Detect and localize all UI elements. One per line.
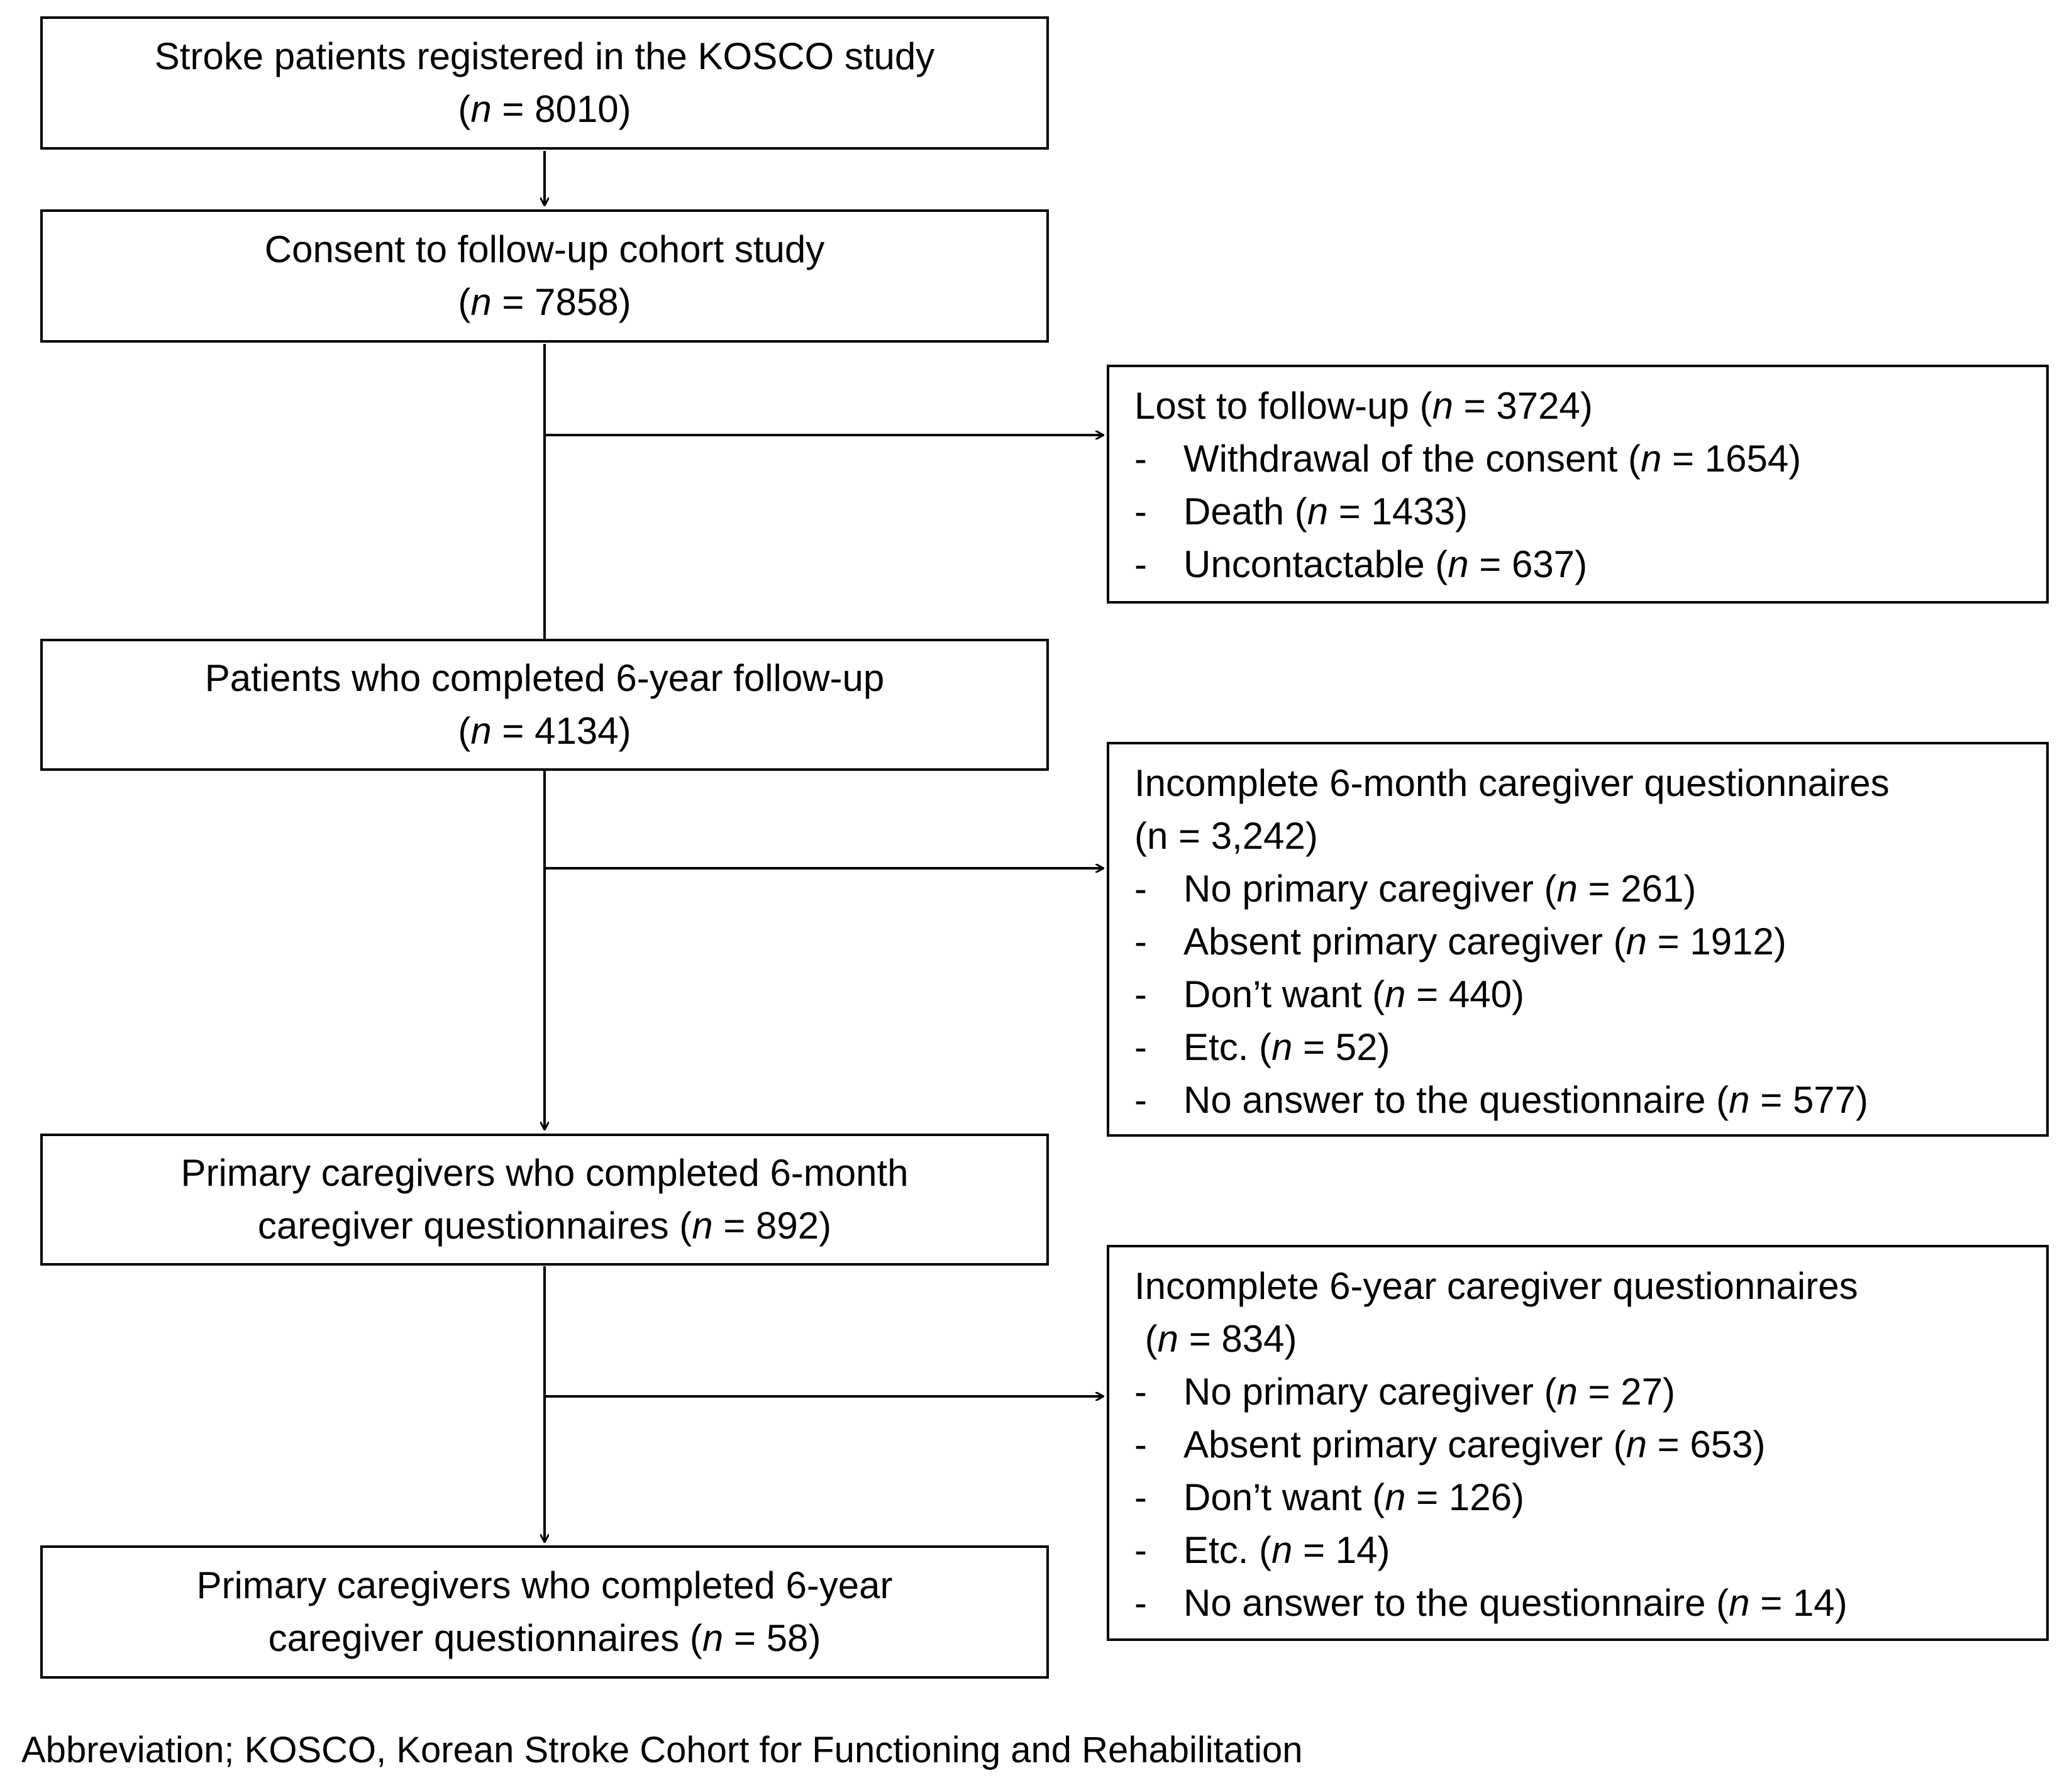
incomplete-6-month-item: -Etc. (n = 52) bbox=[1134, 1026, 1390, 1068]
incomplete-6-year-item: -No answer to the questionnaire (n = 14) bbox=[1134, 1582, 1848, 1624]
box-caregivers-6-year: Primary caregivers who completed 6-year … bbox=[40, 1545, 1049, 1679]
box-completed-6-year-title: Patients who completed 6-year follow-up bbox=[204, 657, 885, 699]
lost-item: -Death (n = 1433) bbox=[1134, 490, 1468, 533]
incomplete-6-year-item: -Absent primary caregiver (n = 653) bbox=[1134, 1423, 1766, 1466]
lost-title: Lost to follow-up (n = 3724) bbox=[1134, 385, 1593, 427]
box-consent-title: Consent to follow-up cohort study bbox=[264, 228, 825, 270]
box-registered-count: (n = 8010) bbox=[458, 88, 631, 130]
box-completed-6-year: Patients who completed 6-year follow-up … bbox=[40, 639, 1049, 771]
box-lost-to-follow-up: Lost to follow-up (n = 3724) -Withdrawal… bbox=[1107, 365, 2049, 604]
box-registered-title: Stroke patients registered in the KOSCO … bbox=[154, 35, 935, 77]
abbreviation-footnote: Abbreviation; KOSCO, Korean Stroke Cohor… bbox=[21, 1730, 1303, 1770]
incomplete-6-month-item: -No answer to the questionnaire (n = 577… bbox=[1134, 1079, 1869, 1121]
box-caregivers-6-month-title: Primary caregivers who completed 6-month bbox=[180, 1152, 909, 1194]
incomplete-6-month-title: Incomplete 6-month caregiver questionnai… bbox=[1134, 762, 1890, 804]
incomplete-6-year-item: -Etc. (n = 14) bbox=[1134, 1529, 1390, 1571]
incomplete-6-month-total: (n = 3,242) bbox=[1134, 815, 1318, 857]
box-caregivers-6-year-subtitle: caregiver questionnaires (n = 58) bbox=[268, 1617, 821, 1659]
box-completed-6-year-count: (n = 4134) bbox=[458, 710, 631, 752]
incomplete-6-month-item: -Absent primary caregiver (n = 1912) bbox=[1134, 920, 1787, 963]
lost-item: -Withdrawal of the consent (n = 1654) bbox=[1134, 438, 1802, 480]
incomplete-6-month-item: -Don’t want (n = 440) bbox=[1134, 973, 1524, 1015]
box-registered: Stroke patients registered in the KOSCO … bbox=[40, 16, 1049, 150]
box-caregivers-6-month: Primary caregivers who completed 6-month… bbox=[40, 1134, 1049, 1266]
lost-item: -Uncontactable (n = 637) bbox=[1134, 543, 1588, 585]
box-consent: Consent to follow-up cohort study (n = 7… bbox=[40, 209, 1049, 343]
incomplete-6-month-item: -No primary caregiver (n = 261) bbox=[1134, 868, 1697, 910]
incomplete-6-year-item: -No primary caregiver (n = 27) bbox=[1134, 1371, 1675, 1413]
incomplete-6-year-total: (n = 834) bbox=[1134, 1318, 1297, 1360]
incomplete-6-year-item: -Don’t want (n = 126) bbox=[1134, 1476, 1524, 1518]
box-caregivers-6-month-subtitle: caregiver questionnaires (n = 892) bbox=[257, 1205, 832, 1247]
box-incomplete-6-month: Incomplete 6-month caregiver questionnai… bbox=[1107, 742, 2049, 1137]
incomplete-6-year-title: Incomplete 6-year caregiver questionnair… bbox=[1134, 1265, 1858, 1307]
box-consent-count: (n = 7858) bbox=[458, 281, 631, 323]
box-caregivers-6-year-title: Primary caregivers who completed 6-year bbox=[196, 1564, 893, 1606]
box-incomplete-6-year: Incomplete 6-year caregiver questionnair… bbox=[1107, 1245, 2049, 1641]
